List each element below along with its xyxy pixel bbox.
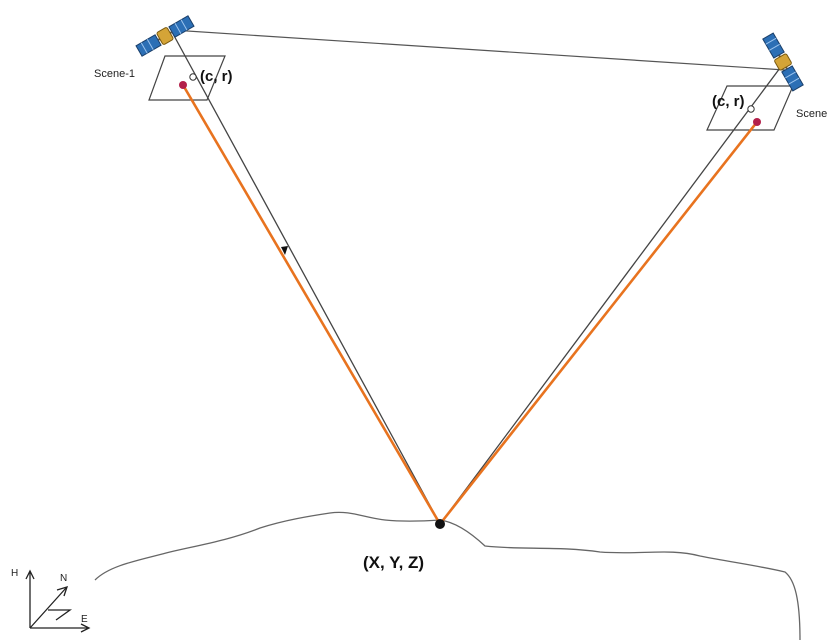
image-point-left-true <box>189 73 197 81</box>
axis-north-label: N <box>60 573 67 584</box>
axis-up-label: H <box>11 568 18 579</box>
ray-projected-left <box>181 84 442 525</box>
satellite-left-icon <box>135 15 195 57</box>
ray-true-left <box>171 31 441 525</box>
ground-point-marker <box>435 519 445 529</box>
ray-projected-right <box>438 121 759 525</box>
satellite-right-icon <box>762 32 804 92</box>
scene-1-image-point-label: (c, r) <box>200 68 233 85</box>
ray-direction-arrow-icon <box>281 246 288 255</box>
image-point-left-measured <box>179 81 187 89</box>
scene-2-label: Scene <box>796 108 827 120</box>
axis-east-label: E <box>81 614 88 625</box>
scene-1-label: Scene-1 <box>94 68 135 80</box>
scene-1-image-plane <box>148 55 226 101</box>
coordinate-axes <box>25 569 91 633</box>
satellite-baseline <box>171 29 786 71</box>
image-point-right-measured <box>753 118 761 126</box>
scene-2-image-point-label: (c, r) <box>712 93 745 110</box>
terrain-profile <box>94 511 801 640</box>
ground-point-label: (X, Y, Z) <box>363 553 424 572</box>
image-point-right-true <box>747 105 755 113</box>
ray-true-right <box>439 67 781 525</box>
